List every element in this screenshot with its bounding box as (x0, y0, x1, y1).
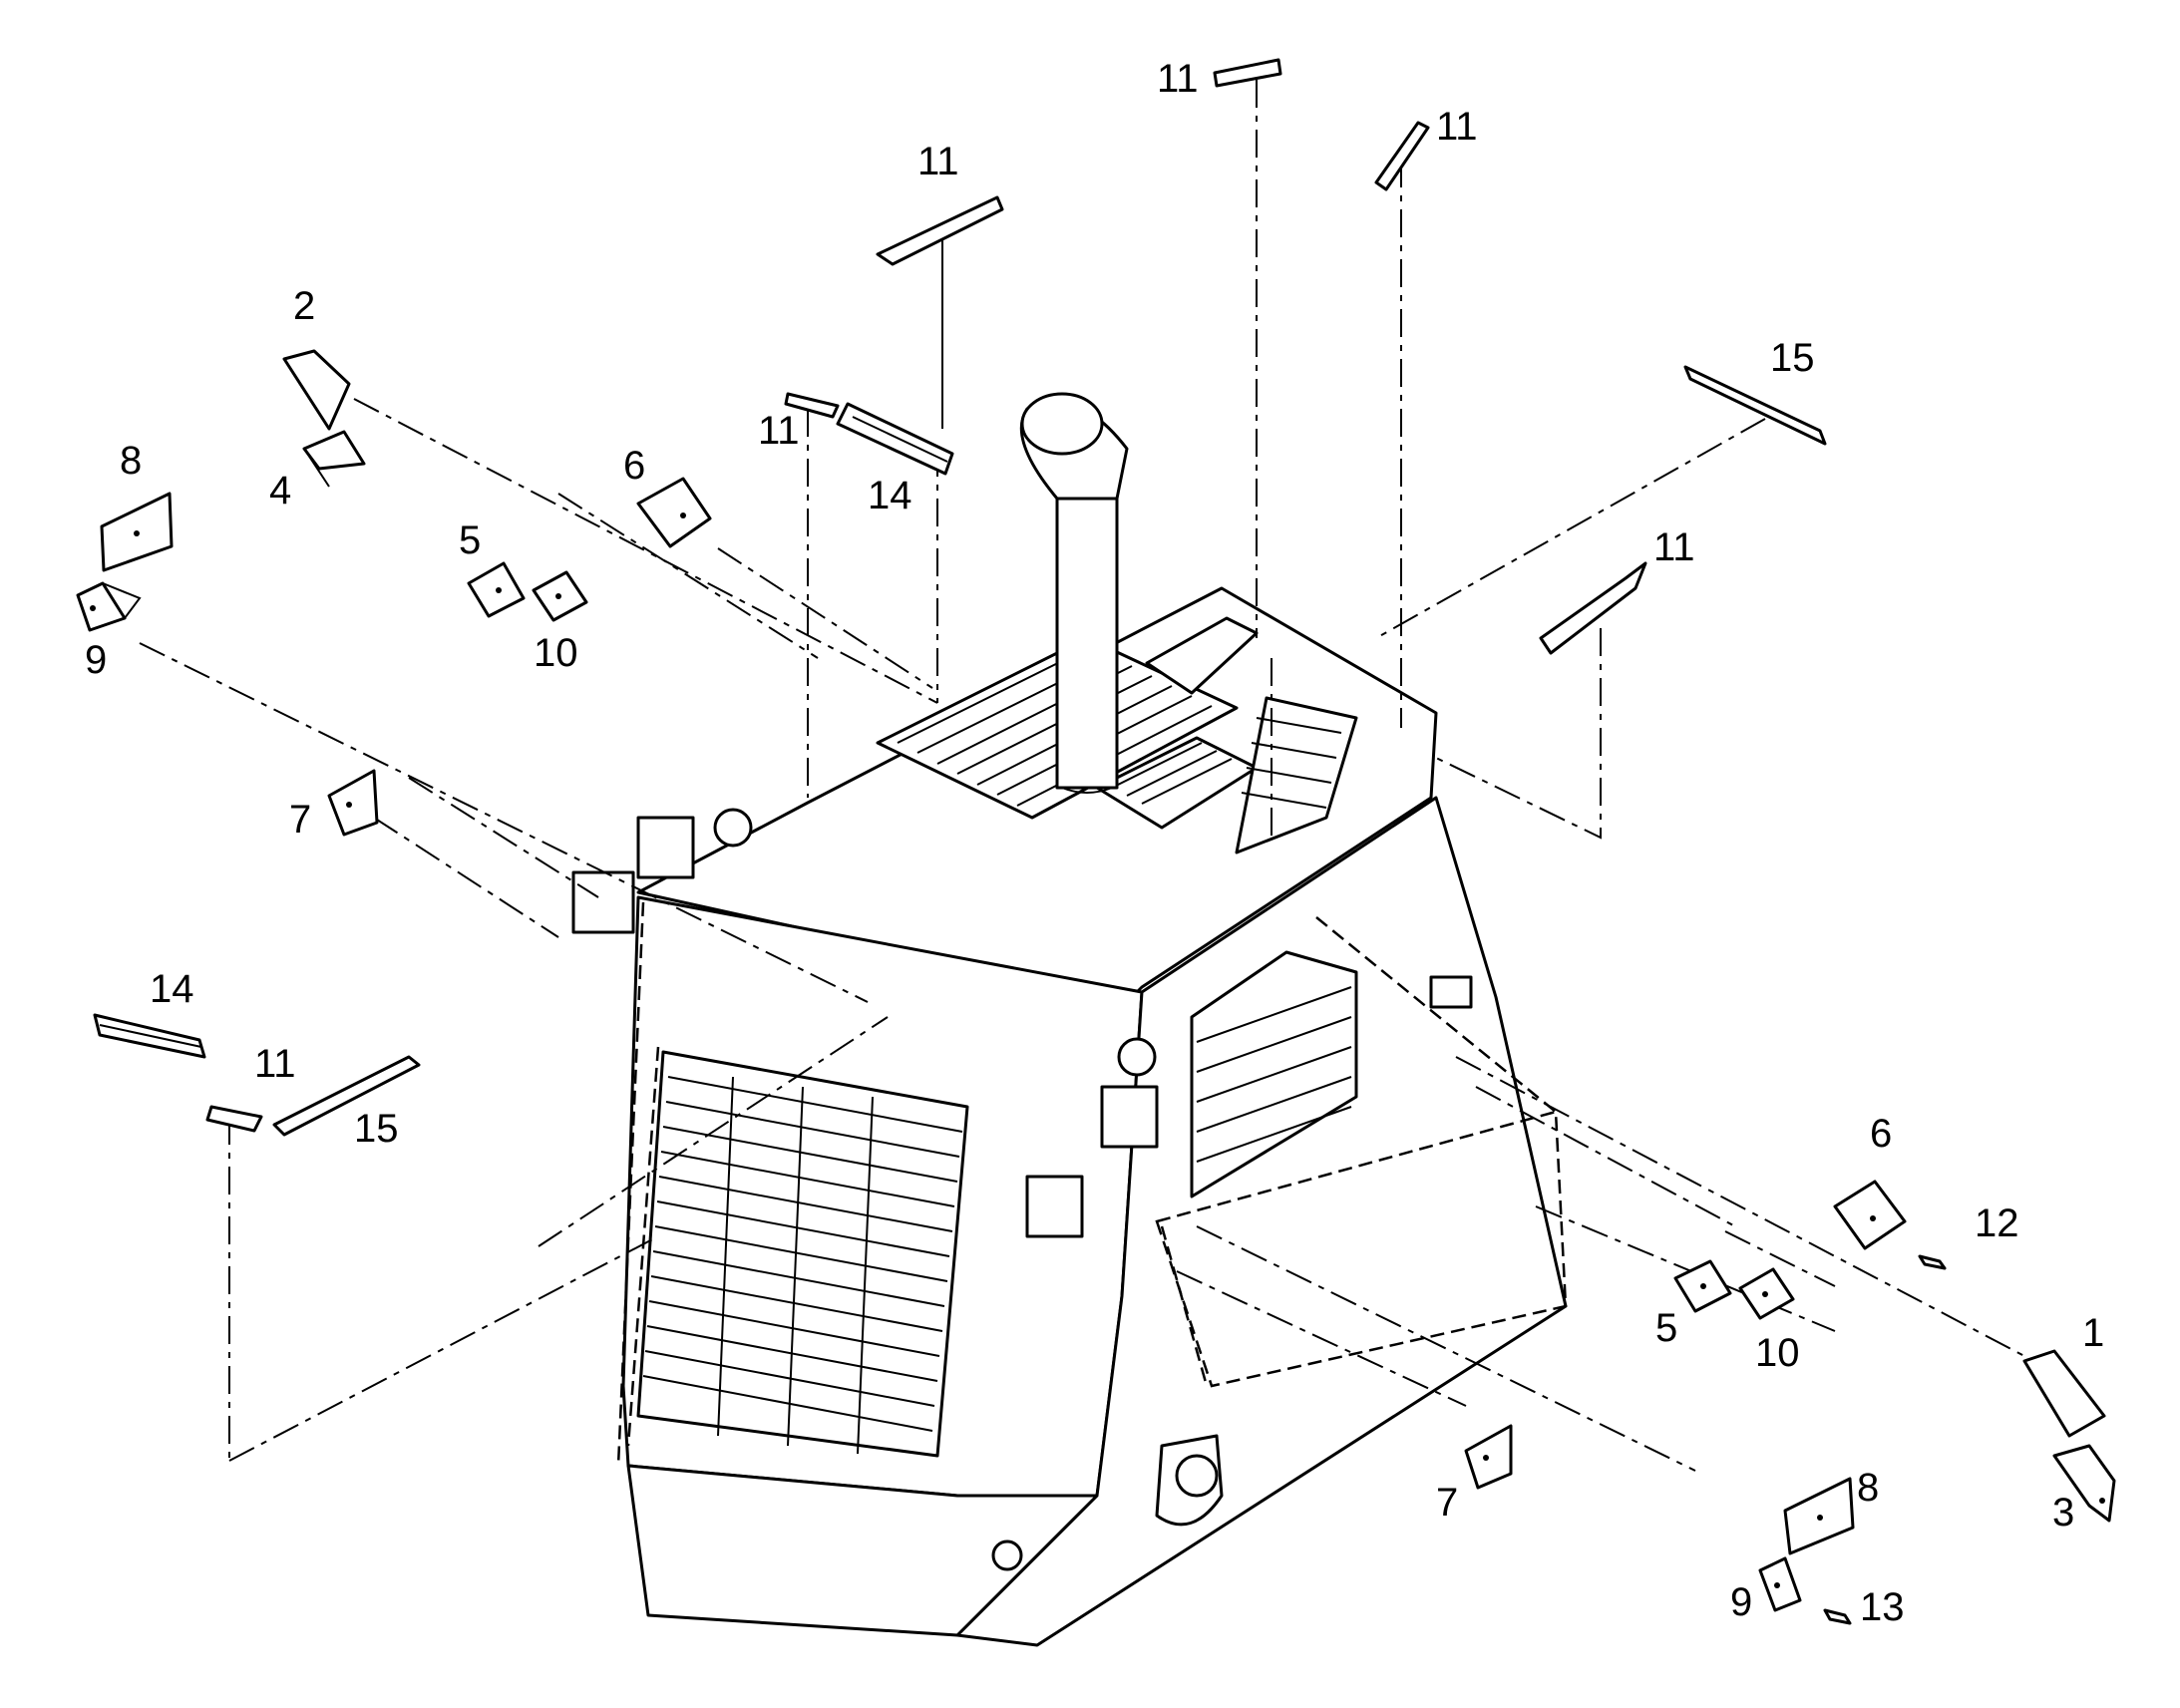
callout-1: 1 (2082, 1311, 2104, 1355)
callout-3: 3 (2052, 1491, 2074, 1535)
part-11-strip-small (784, 392, 840, 419)
exploded-parts (76, 58, 2116, 1625)
callout-11-bottom: 11 (254, 1042, 296, 1086)
callout-11-right: 11 (1653, 525, 1695, 569)
part-9-bracket-right (1758, 1556, 1802, 1612)
part-11-strip-topcenter (1213, 58, 1282, 88)
part-4-plate (302, 430, 366, 471)
drain-plug (991, 1539, 1023, 1571)
door-hinge-line (1160, 1225, 1209, 1387)
callout-11-top: 11 (917, 140, 959, 183)
callout-10-top: 10 (534, 631, 578, 675)
part-6-plate-top (636, 477, 712, 548)
door-edge-line (1315, 916, 1557, 1113)
part-11-strip-top (876, 195, 1004, 266)
callout-2: 2 (293, 284, 315, 328)
callout-6-top: 6 (623, 444, 645, 488)
side-grill-texture (1196, 986, 1352, 1163)
lug-eye-right (1117, 1037, 1157, 1077)
callout-5-top: 5 (459, 518, 481, 562)
part-11-strip-bottom (205, 1105, 263, 1133)
callout-15-bottom: 15 (354, 1107, 399, 1151)
bottom-skirt (626, 1464, 1099, 1637)
part-15-strip-top (1683, 365, 1827, 446)
pivot-hole (1175, 1454, 1219, 1498)
part-13-bolt (1823, 1608, 1852, 1625)
lug-left-rear (636, 816, 695, 879)
lug-right-rear (1100, 1085, 1159, 1149)
callout-4: 4 (269, 469, 291, 512)
radiator-core (636, 1050, 969, 1458)
part-6-plate-right (1833, 1180, 1907, 1250)
side-latch (1429, 975, 1473, 1009)
callout-11-small: 11 (758, 409, 800, 453)
housing-hidden-edge (616, 901, 660, 1467)
machine-body (571, 392, 1568, 1647)
part-7-plate-top (327, 769, 379, 837)
callout-5-right: 5 (1655, 1306, 1677, 1350)
part-14-channel-top (836, 402, 954, 476)
callout-6-right: 6 (1870, 1112, 1892, 1156)
exhaust-stack (1019, 392, 1129, 794)
grill-texture (897, 645, 1342, 809)
lug-right-front (1025, 1175, 1084, 1238)
lifting-lugs (571, 808, 1473, 1238)
part-15-strip-bottom (272, 1055, 421, 1137)
callout-13: 13 (1860, 1585, 1905, 1629)
part-1-bracket (2022, 1349, 2106, 1438)
side-panel (955, 796, 1568, 1647)
side-door-outline (1155, 1110, 1568, 1388)
callout-11-topcenter: 11 (1157, 57, 1199, 101)
callout-8-left: 8 (120, 439, 142, 483)
exhaust-outlet (1020, 392, 1104, 456)
part-2-bracket (282, 349, 351, 431)
callout-labels: 1 2 3 4 5 5 6 6 7 7 8 8 9 9 10 10 11 11 … (85, 57, 2104, 1629)
callout-7-top: 7 (289, 798, 311, 842)
callout-15-top: 15 (1770, 336, 1815, 380)
exhaust-pipe (1055, 497, 1119, 790)
leader-lines (139, 80, 2025, 1472)
callout-9-right: 9 (1730, 1580, 1752, 1624)
callout-9-left: 9 (85, 638, 107, 682)
callout-10-right: 10 (1755, 1331, 1800, 1375)
callout-14-top: 14 (868, 474, 912, 517)
callout-8-right: 8 (1857, 1466, 1879, 1510)
callout-7-right: 7 (1436, 1481, 1458, 1525)
deck-grill-right (1235, 696, 1358, 854)
callout-14-bottom: 14 (150, 967, 194, 1011)
part-3-bracket (2052, 1444, 2116, 1523)
lug-left-front (571, 870, 635, 934)
callout-12: 12 (1975, 1201, 2019, 1245)
part-12-bolt (1918, 1254, 1947, 1270)
lug-eye-left (713, 808, 753, 848)
part-11-strip-topright (1374, 121, 1430, 191)
callout-11-topright: 11 (1436, 105, 1478, 149)
part-11-strip-right (1539, 561, 1647, 655)
